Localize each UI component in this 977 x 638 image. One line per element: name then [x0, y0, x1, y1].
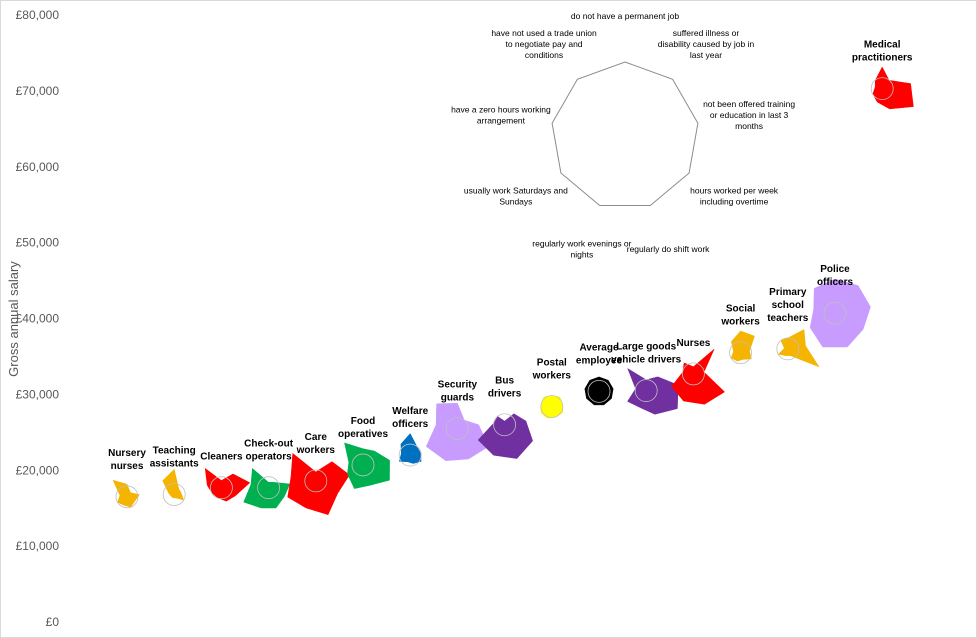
occupation-radar-glyph: [162, 468, 184, 501]
reference-circle: [682, 362, 705, 386]
y-tick-label: £80,000: [16, 8, 60, 22]
reference-circle: [870, 77, 894, 100]
occupation-point: Nurses: [671, 338, 726, 405]
reference-circle: [823, 301, 847, 325]
y-tick-label: £20,000: [16, 463, 60, 477]
occupation-radar-glyph: [809, 278, 871, 348]
reference-circle: [493, 413, 517, 437]
radar-axis-label: regularly do shift work: [627, 244, 710, 254]
radar-axis-label: do not have a permanent job: [571, 11, 679, 21]
occupation-radar-glyph: [204, 467, 251, 502]
occupation-radar-glyph: [477, 413, 533, 459]
reference-circle: [634, 379, 658, 402]
occupation-radar-glyph: [671, 348, 726, 405]
y-tick-label: £30,000: [16, 387, 60, 401]
y-tick-label: £40,000: [16, 312, 60, 326]
y-tick-label: £0: [46, 615, 60, 629]
occupation-radar-glyph: [344, 442, 390, 489]
occupation-radar-glyph: [243, 467, 291, 509]
occupation-radar-glyph: [425, 403, 489, 461]
occupation-radar-glyph: [112, 479, 140, 508]
occupation-point: Cleaners: [200, 452, 251, 502]
reference-circle: [540, 395, 564, 418]
reference-circle: [351, 453, 375, 477]
reference-circle: [587, 379, 611, 403]
radar-key-outline: [551, 61, 699, 206]
occupation-label: Nurses: [676, 338, 710, 349]
y-tick-label: £70,000: [16, 84, 60, 98]
occupation-radar-glyph: [584, 376, 614, 406]
y-tick-label: £60,000: [16, 160, 60, 174]
y-tick-label: £50,000: [16, 236, 60, 250]
reference-circle: [257, 476, 281, 500]
reference-circle: [445, 417, 469, 440]
y-tick-label: £10,000: [16, 539, 60, 553]
radar-key: do not have a permanent job suffered illn…: [451, 11, 795, 259]
reference-circle: [304, 469, 328, 493]
reference-circle: [162, 483, 186, 506]
reference-circle: [729, 341, 752, 365]
occupation-radar-glyph: [287, 452, 350, 516]
occupation-label: Cleaners: [200, 452, 243, 463]
y-axis-title: Gross annual salary: [6, 261, 21, 377]
reference-circle: [115, 485, 139, 509]
reference-circle: [209, 476, 233, 500]
occupation-radar-glyph: [627, 367, 679, 415]
occupation-radar-glyph: [398, 433, 422, 464]
reference-circle: [776, 337, 800, 361]
reference-circle: [398, 443, 422, 467]
occupation-radar-glyph: [730, 330, 755, 362]
